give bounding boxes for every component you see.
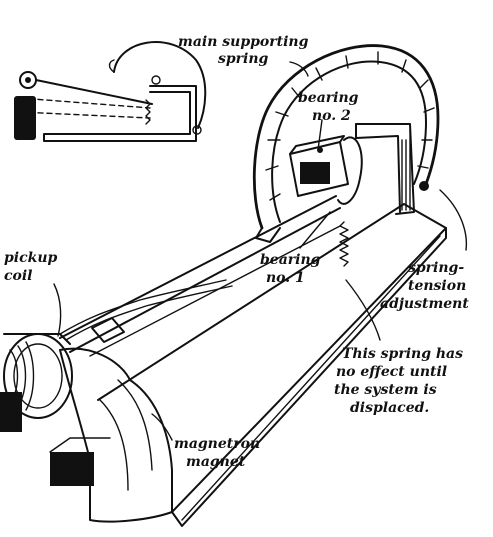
inset-small-spring (145, 99, 151, 125)
label-main-supporting-spring: main supporting spring (178, 34, 309, 67)
frame-top-bar (355, 123, 415, 215)
bearing-no-2 (289, 135, 363, 205)
label-pickup-line-1: pickup (4, 250, 58, 266)
leader-bearing-2 (317, 119, 323, 151)
pickup-coil (0, 279, 233, 432)
label-magnetron-line-1: magnetron (174, 436, 260, 452)
spring-arc-inner (271, 60, 427, 223)
coil-lead-wire-1 (59, 279, 227, 335)
label-bearing-1: bearing no. 1 (260, 252, 321, 286)
inset-boom (35, 79, 153, 105)
leader-magnetron (151, 413, 173, 441)
coil-top-edge (3, 333, 71, 345)
base-board (97, 203, 447, 527)
pendulum-boom (59, 195, 341, 357)
bearing-2-shadow (300, 162, 330, 184)
base-top-outline (97, 203, 447, 513)
frame-inner-edge (355, 135, 401, 213)
displacement-spring-coil (339, 221, 349, 267)
label-note-line-2: no effect until (336, 364, 447, 380)
label-note-line-1: This spring has (342, 346, 463, 362)
inset-main-spring (113, 41, 207, 129)
label-note-line-4: displaced. (350, 400, 429, 416)
spring-arc-outer (252, 44, 440, 230)
label-tension-line-3: adjustment (380, 296, 469, 312)
leader-bearing-1 (299, 211, 331, 249)
label-bearing-2: bearing no. 2 (298, 90, 359, 124)
bearing-2-top-face (289, 135, 345, 155)
inset-pivot-dot (25, 77, 31, 83)
boom-upper-edge (59, 195, 337, 339)
inset-spring-hook (108, 59, 115, 73)
magnet-block-top (49, 437, 111, 453)
coil-inner (13, 343, 63, 409)
label-spring-note: This spring has no effect until the syst… (334, 346, 463, 416)
leader-spring-tension (439, 189, 468, 251)
leader-note (345, 279, 381, 341)
inset-dashed-line-upper (19, 97, 151, 109)
magnet-contours (99, 379, 153, 491)
label-bearing-2-line-2: no. 2 (312, 108, 351, 124)
bearing-2-housing (289, 141, 349, 197)
main-supporting-spring (252, 44, 440, 243)
label-bearing-2-line-1: bearing (298, 90, 359, 106)
leader-pickup-coil (53, 283, 62, 337)
boom-lower-edge (69, 207, 341, 353)
spring-tension-screw (419, 181, 429, 191)
magnet-shell (59, 347, 173, 523)
label-magnetron-magnet: magnetron magnet (174, 436, 260, 470)
coil-terminal-plate (91, 317, 125, 343)
inset-upper-pivot (151, 75, 161, 85)
label-note-line-3: the system is (334, 382, 437, 398)
frame-hatching (401, 129, 411, 211)
boom-rail (89, 225, 341, 357)
label-spring-tension-adjustment: spring- tension adjustment (380, 260, 469, 312)
magnet-dark-block (50, 452, 94, 486)
displacement-spring (339, 221, 349, 267)
bearing-2-spring-loop (337, 136, 363, 205)
label-main-spring-line-2: spring (218, 51, 269, 67)
label-tension-line-2: tension (408, 278, 466, 294)
base-edge-line (181, 235, 441, 521)
upright-frame (355, 123, 415, 215)
inset-schematic (14, 41, 207, 142)
leader-lines (53, 61, 468, 441)
magnetron-magnet-body (49, 347, 173, 523)
label-main-spring-line-1: main supporting (178, 34, 309, 50)
spring-hatching (265, 51, 435, 201)
leader-main-spring (289, 61, 309, 77)
base-front-edge (171, 227, 447, 527)
label-bearing-1-line-1: bearing (260, 252, 321, 268)
inset-frame (43, 85, 197, 142)
spring-lower-clamp (255, 227, 281, 243)
inset-adjust-screw (192, 125, 202, 135)
inset-mass-block (14, 96, 36, 140)
coil-core-shadow (0, 392, 22, 432)
label-pickup-line-2: coil (4, 268, 33, 284)
label-bearing-1-line-2: no. 1 (266, 270, 305, 286)
label-pickup-coil: pickup coil (4, 250, 58, 284)
label-magnetron-line-2: magnet (186, 454, 246, 470)
inset-dashed-line-lower (19, 111, 151, 119)
label-tension-line-1: spring- (408, 260, 464, 276)
coil-lead-wire-2 (65, 285, 233, 341)
